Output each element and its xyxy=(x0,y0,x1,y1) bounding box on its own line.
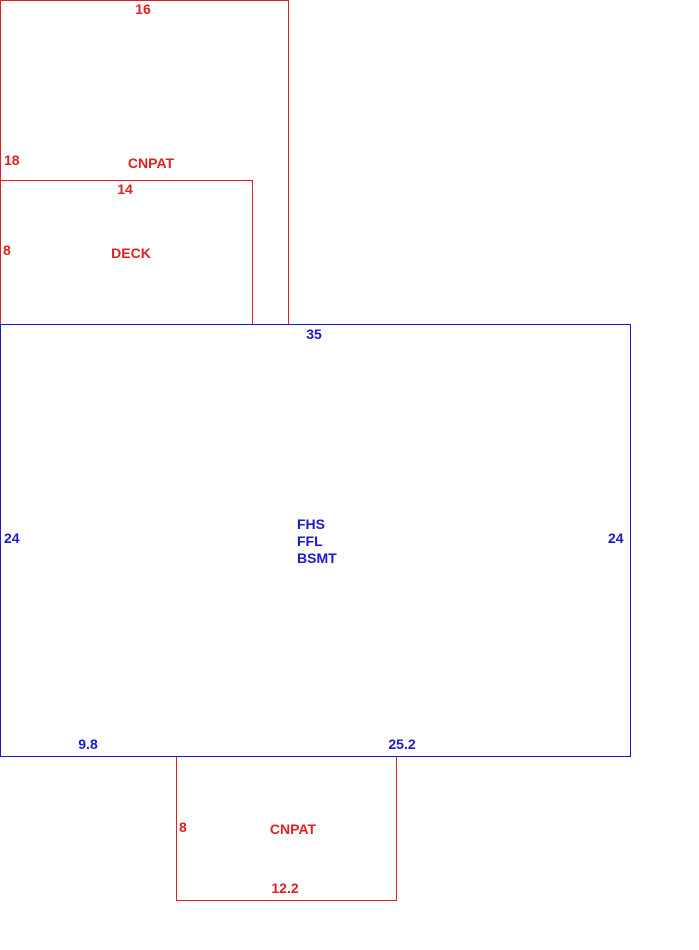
main-house-dim-top: 35 xyxy=(306,326,322,342)
cnpat-top-dim-left: 18 xyxy=(4,152,20,168)
cnpat-bottom-dim-left: 8 xyxy=(179,819,187,835)
deck-label: DECK xyxy=(111,245,151,261)
cnpat-bottom-area: 8 CNPAT 12.2 xyxy=(176,756,397,901)
cnpat-top-area: 16 18 CNPAT xyxy=(0,0,289,325)
deck-area: 14 8 DECK xyxy=(0,180,253,325)
deck-dim-left: 8 xyxy=(3,242,11,258)
main-house-label-3: BSMT xyxy=(297,550,337,566)
deck-dim-top: 14 xyxy=(117,181,133,197)
main-house-dim-bottom-right: 25.2 xyxy=(388,736,415,752)
cnpat-bottom-label: CNPAT xyxy=(270,821,317,837)
cnpat-top-dim-top: 16 xyxy=(135,1,151,17)
main-house-dim-left: 24 xyxy=(4,530,20,546)
main-house-area: 35 24 24 FHS FFL BSMT 9.8 25.2 xyxy=(0,324,631,757)
main-house-dim-bottom-left: 9.8 xyxy=(78,736,98,752)
cnpat-top-label: CNPAT xyxy=(128,155,175,171)
main-house-label-1: FHS xyxy=(297,516,325,532)
cnpat-bottom-dim-bottom: 12.2 xyxy=(271,880,298,896)
main-house-outline xyxy=(0,324,631,757)
main-house-label-2: FFL xyxy=(297,533,323,549)
main-house-dim-right: 24 xyxy=(608,530,624,546)
